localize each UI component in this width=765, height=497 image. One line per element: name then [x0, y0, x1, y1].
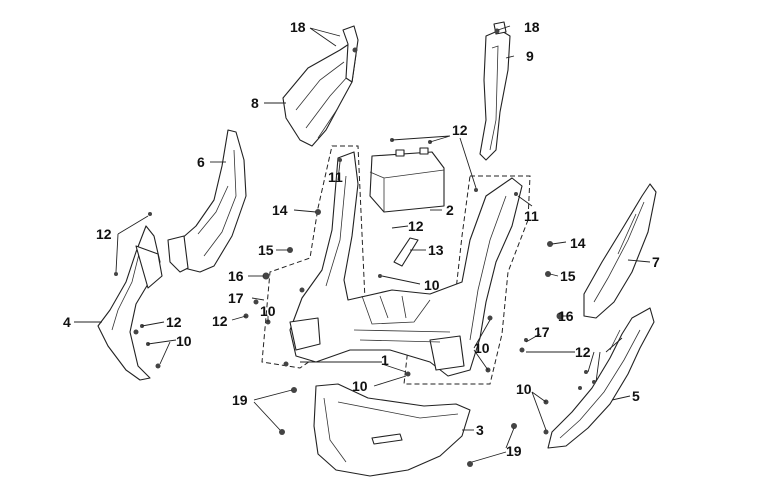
part-2-battery [369, 147, 445, 213]
part-7-right-side-strip [583, 183, 657, 319]
callout-13: 13 [428, 242, 444, 258]
assembly-outline-right [403, 175, 531, 385]
callout-6: 6 [197, 154, 205, 170]
callout-17b: 17 [534, 324, 550, 340]
callout-8: 8 [251, 95, 259, 111]
callout-labels: 18 18 9 8 12 6 11 2 11 14 12 12 13 14 15… [63, 19, 660, 459]
part-13-pad [393, 237, 419, 267]
callout-12c: 12 [96, 226, 112, 242]
callout-19a: 19 [232, 392, 248, 408]
part-6-left-side-strip [167, 129, 247, 273]
callout-5: 5 [632, 388, 640, 404]
callout-15a: 15 [258, 242, 274, 258]
callout-2: 2 [446, 202, 454, 218]
callout-10b: 10 [260, 303, 276, 319]
callout-12d: 12 [212, 313, 228, 329]
callout-10e: 10 [352, 378, 368, 394]
callout-1: 1 [381, 352, 389, 368]
callout-15b: 15 [560, 268, 576, 284]
part-5-right-lower-side-cover [547, 307, 655, 449]
callout-18b: 18 [524, 19, 540, 35]
callout-9: 9 [526, 48, 534, 64]
callout-10d: 10 [474, 340, 490, 356]
callout-18a: 18 [290, 19, 306, 35]
part-1-floor-frame [289, 151, 523, 377]
callout-4: 4 [63, 314, 71, 330]
callout-14a: 14 [272, 202, 288, 218]
callout-16b: 16 [558, 308, 574, 324]
callout-11a: 11 [328, 169, 343, 185]
callout-7: 7 [652, 254, 660, 270]
callout-12f: 12 [575, 344, 591, 360]
callout-10a: 10 [424, 277, 440, 293]
callout-12b: 12 [408, 218, 424, 234]
callout-17a: 17 [228, 290, 244, 306]
callout-11b: 11 [524, 208, 539, 224]
fasteners [114, 28, 596, 467]
part-8-front-upper-panel [282, 25, 359, 147]
callout-12a: 12 [452, 122, 468, 138]
callout-10f: 10 [516, 381, 532, 397]
part-3-floor-board [313, 383, 471, 477]
callout-10c: 10 [176, 333, 192, 349]
callout-19b: 19 [506, 443, 522, 459]
part-9-right-upper-strip [479, 21, 511, 161]
callout-3: 3 [476, 422, 484, 438]
assembly-outline-left [261, 145, 367, 369]
leader-lines [74, 25, 651, 463]
callout-16a: 16 [228, 268, 244, 284]
part-4-left-lower-side-cover [97, 225, 163, 381]
callout-14b: 14 [570, 235, 586, 251]
callout-12e: 12 [166, 314, 182, 330]
